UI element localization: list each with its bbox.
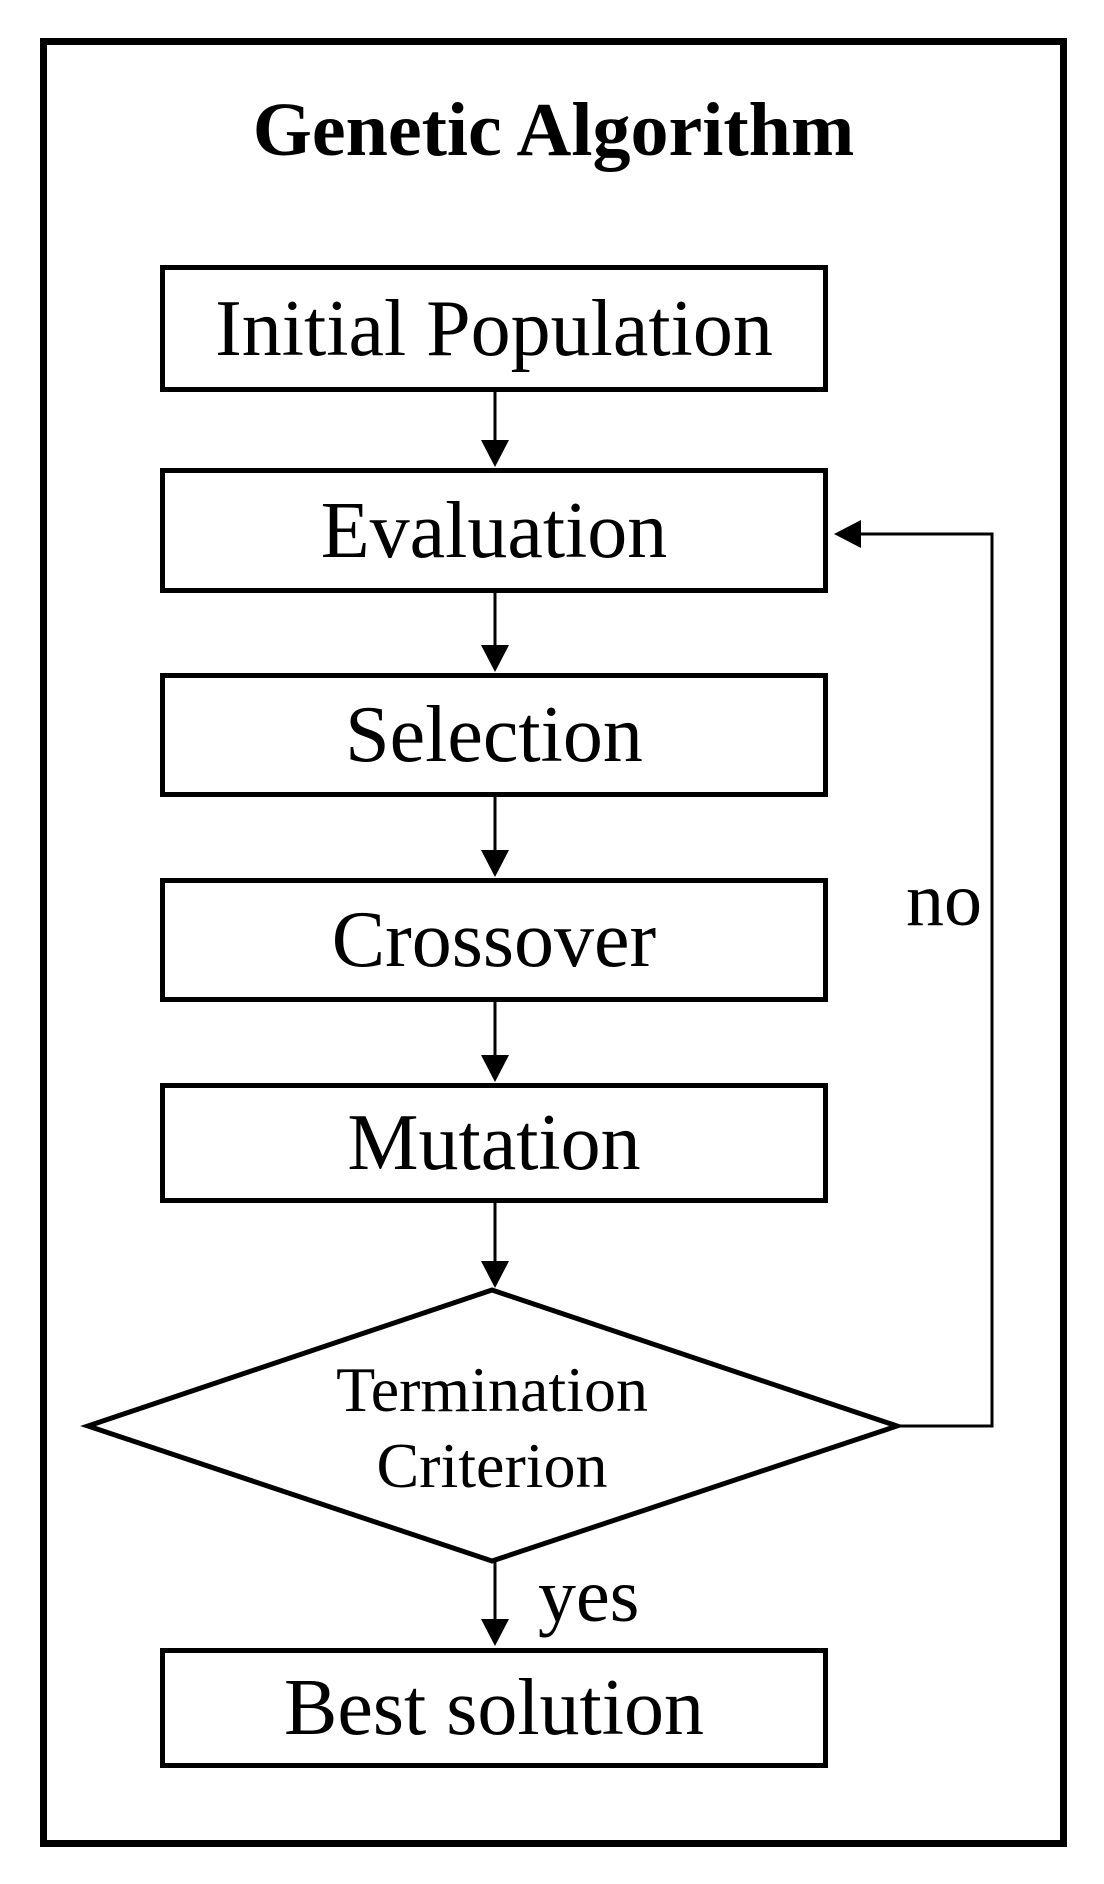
arrowhead-crossover-to-mutation [481, 1055, 509, 1082]
arrowhead-initial-to-evaluation [481, 440, 509, 467]
node-evaluation-label: Evaluation [320, 486, 668, 575]
feedback-no-line [861, 532, 994, 1428]
node-evaluation: Evaluation [160, 468, 828, 593]
node-selection-label: Selection [345, 691, 643, 779]
node-mutation-label: Mutation [347, 1099, 641, 1187]
arrowhead-no-to-evaluation [834, 520, 861, 548]
diagram-title: Genetic Algorithm [252, 88, 855, 172]
node-mutation: Mutation [160, 1083, 828, 1203]
node-selection: Selection [160, 673, 828, 797]
node-initial-population: Initial Population [160, 265, 828, 392]
arrowhead-selection-to-crossover [481, 850, 509, 877]
arrowhead-termination-to-best [481, 1619, 509, 1646]
node-initial-population-label: Initial Population [215, 284, 773, 373]
arrowhead-evaluation-to-selection [481, 645, 509, 672]
node-crossover-label: Crossover [331, 896, 657, 984]
arrowhead-mutation-to-termination [481, 1261, 509, 1288]
node-best-solution-label: Best solution [283, 1664, 705, 1752]
termination-line2: Criterion [376, 1430, 608, 1501]
termination-line1: Termination [336, 1354, 648, 1425]
node-crossover: Crossover [160, 878, 828, 1002]
branch-label-no: no [906, 858, 982, 942]
node-best-solution: Best solution [160, 1648, 828, 1768]
branch-label-yes: yes [538, 1554, 640, 1638]
decision-diamond [80, 1287, 905, 1564]
node-termination-criterion-label: Termination Criterion [192, 1352, 792, 1504]
